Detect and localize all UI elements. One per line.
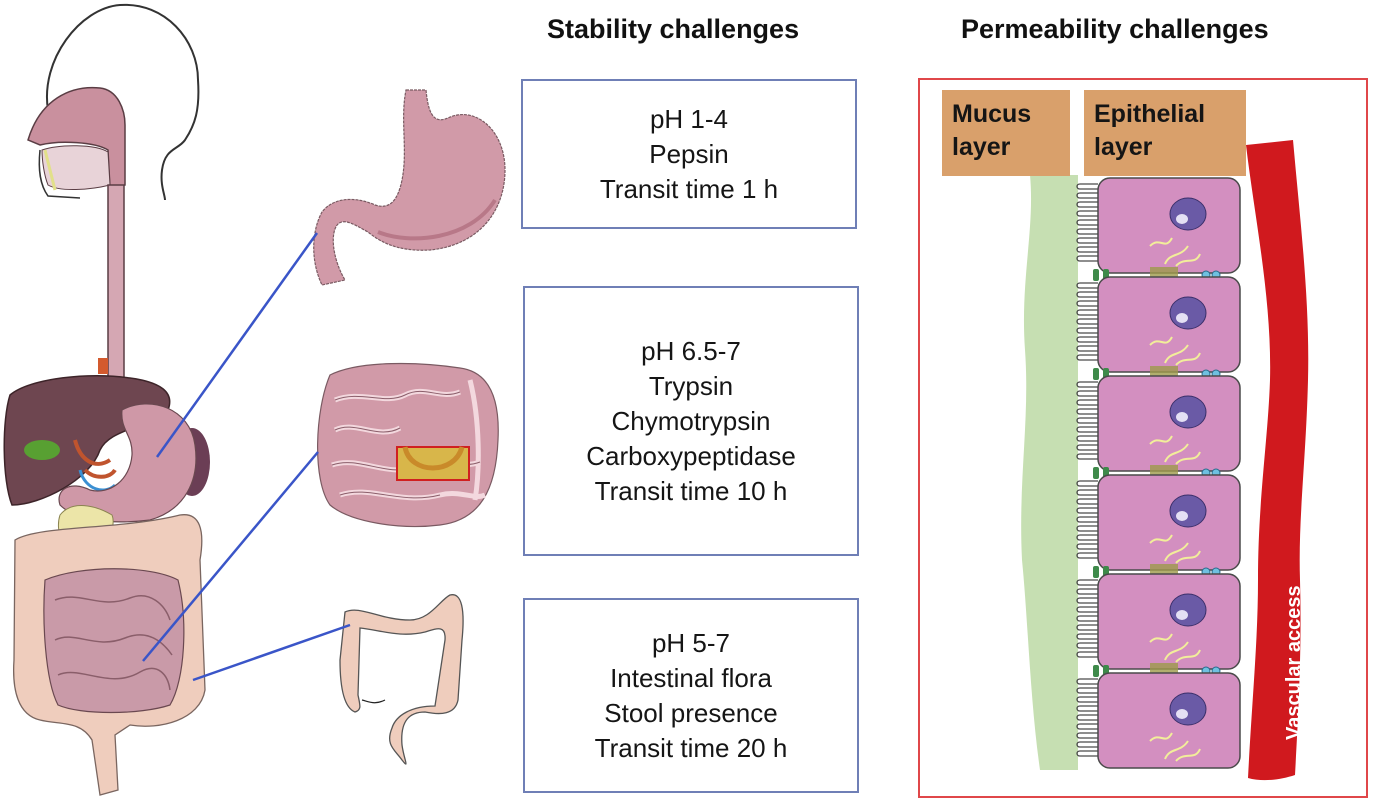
permeability-title: Permeability challenges <box>961 14 1269 44</box>
mucus-label-line-2: layer <box>952 133 1011 161</box>
small-intestine-enzyme-2: Chymotrypsin <box>611 405 771 436</box>
epithelial-cells <box>1076 177 1241 769</box>
stomach-ph: pH 1-4 <box>649 103 729 134</box>
cytoskeleton-fibers <box>1149 534 1201 564</box>
stability-title: Stability challenges <box>547 14 800 44</box>
stomach-conditions-box: pH 1-4 Pepsin Transit time 1 h <box>521 79 857 229</box>
nucleolus <box>1176 412 1188 422</box>
microvilli <box>1076 678 1098 757</box>
colon-flora: Intestinal flora <box>610 662 772 693</box>
small-intestine-transit: Transit time 10 h <box>594 475 788 506</box>
mucus-layer <box>1021 175 1078 770</box>
connector-colon <box>192 623 351 682</box>
cytoskeleton-fibers <box>1149 237 1201 267</box>
small-intestine-enzyme-1: Trypsin <box>648 370 734 401</box>
connector-small-intestine <box>142 451 319 662</box>
cytoskeleton-fibers <box>1149 732 1201 762</box>
colon-transit: Transit time 20 h <box>594 732 788 763</box>
stomach-transit: Transit time 1 h <box>599 173 779 204</box>
microvilli <box>1076 282 1098 361</box>
microvilli <box>1076 183 1098 262</box>
epithelial-layer-label: Epithelial layer <box>1084 90 1246 176</box>
nucleolus <box>1176 709 1188 719</box>
gallbladder <box>24 440 60 460</box>
nucleolus <box>1176 610 1188 620</box>
blood-vessel <box>1246 140 1309 781</box>
nucleolus <box>1176 313 1188 323</box>
cytoskeleton-fibers <box>1149 336 1201 366</box>
mucus-label-line-1: Mucus <box>952 100 1032 128</box>
microvilli <box>1076 480 1098 559</box>
cytoskeleton-fibers <box>1149 435 1201 465</box>
colon-illustration <box>339 594 464 765</box>
small-intestine-enzyme-3: Carboxypeptidase <box>586 440 796 471</box>
vascular-access-label: Vascular access <box>1283 585 1305 740</box>
colon-stool: Stool presence <box>604 697 778 728</box>
stomach-enzyme: Pepsin <box>649 138 729 169</box>
colon-conditions-box: pH 5-7 Intestinal flora Stool presence T… <box>523 598 859 793</box>
cytoskeleton-fibers <box>1149 633 1201 663</box>
esophagus <box>107 184 125 381</box>
epithelial-label-line-1: Epithelial <box>1094 100 1206 128</box>
permeability-panel-frame <box>918 78 1368 798</box>
intestinal-wall-highlight <box>396 446 470 481</box>
diaphragm-marker <box>98 358 108 374</box>
stomach-illustration <box>313 89 506 286</box>
small-intestine-conditions-box: pH 6.5-7 Trypsin Chymotrypsin Carboxypep… <box>523 286 859 556</box>
small-intestine-illustration <box>317 362 499 528</box>
epithelial-label-line-2: layer <box>1094 133 1153 161</box>
microvilli <box>1076 579 1098 658</box>
nucleolus <box>1176 511 1188 521</box>
mucus-layer-label: Mucus layer <box>942 90 1070 176</box>
small-intestine-ph: pH 6.5-7 <box>641 335 741 366</box>
nucleolus <box>1176 214 1188 224</box>
microvilli <box>1076 381 1098 460</box>
oral-cavity <box>27 86 126 199</box>
connector-stomach <box>155 232 319 458</box>
colon-ph: pH 5-7 <box>651 627 731 658</box>
